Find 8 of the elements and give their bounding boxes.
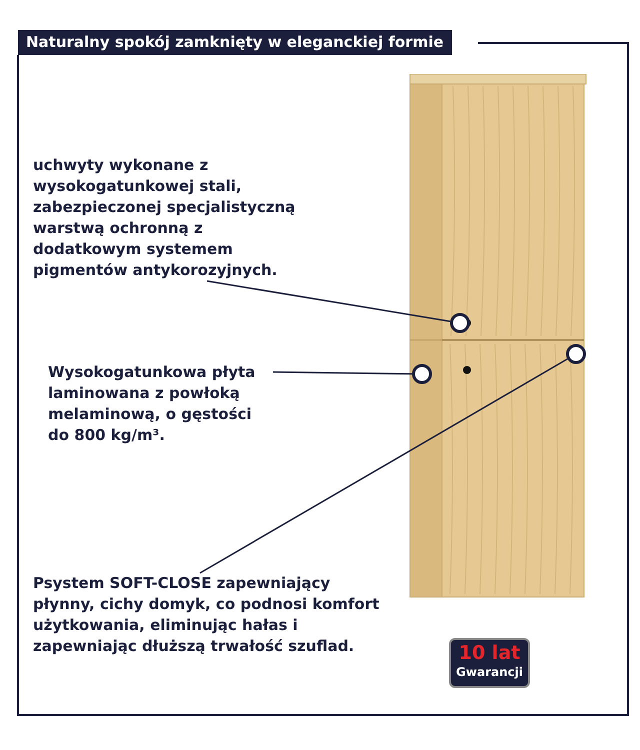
title-banner: Naturalny spokój zamknięty w eleganckiej formie [18,30,452,55]
callout-text: Psystem SOFT-CLOSE zapewniający płynny, cichy domyk, co podnosi komfort użytkowania, eliminując hałas i zapewniając dłuższą trwałość szuflad. [33,573,389,657]
leader-line [206,280,450,322]
leader-line [200,358,568,574]
callout-text: uchwyty wykonane z wysokogatunkowej stali, zabezpieczonej specjalistyczną warstwą ochronną z dodatkowym systemem pigmentów antykorozyjnych. [33,155,305,281]
callout-text: Wysokogatunkowa płyta laminowana z powłoką melaminową, o gęstości do 800 kg/m³. [48,362,273,446]
warranty-badge: 10 lat Gwarancji [449,638,530,688]
leader-line [272,371,412,375]
